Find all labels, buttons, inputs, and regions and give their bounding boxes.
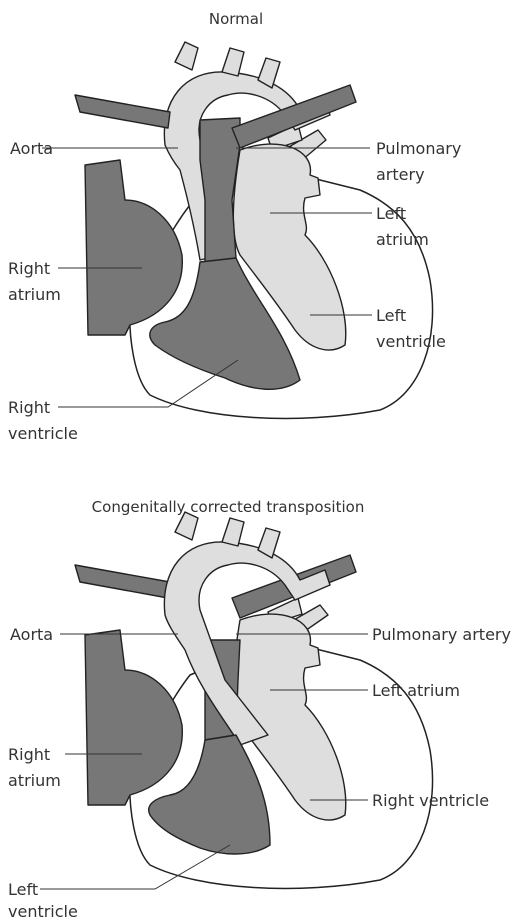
transposition-left-ventricle-label-1: Left xyxy=(8,880,38,899)
normal-right-ventricle-label-2: ventricle xyxy=(8,424,78,443)
transposition-right-ventricle-label: Right ventricle xyxy=(372,791,489,810)
normal-right-atrium-label-2: atrium xyxy=(8,285,61,304)
transposition-left-ventricle-label-2: ventricle xyxy=(8,902,78,921)
transposition-right-atrium-label-2: atrium xyxy=(8,771,61,790)
normal-left-ventricle-label-2: ventricle xyxy=(376,332,446,351)
normal-pulmonary-label-1: Pulmonary xyxy=(376,139,461,158)
normal-left-atrium-label-1: Left xyxy=(376,204,406,223)
normal-diagram-title: Normal xyxy=(209,10,263,28)
normal-left-atrium-label-2: atrium xyxy=(376,230,429,249)
normal-right-atrium-label-1: Right xyxy=(8,259,50,278)
transposition-heart-diagram: Congenitally corrected transposition Aor… xyxy=(8,498,511,921)
transposition-diagram-title: Congenitally corrected transposition xyxy=(92,498,365,516)
normal-aorta-label: Aorta xyxy=(10,139,53,158)
normal-left-ventricle-label-1: Left xyxy=(376,306,406,325)
normal-right-ventricle-label-1: Right xyxy=(8,398,50,417)
transposition-left-atrium-label: Left atrium xyxy=(372,681,460,700)
normal-heart-diagram: Normal Aorta Pulmonary artery Left a xyxy=(8,10,461,443)
transposition-right-atrium-label-1: Right xyxy=(8,745,50,764)
normal-pulmonary-trunk xyxy=(200,118,240,262)
normal-pulmonary-label-2: artery xyxy=(376,165,425,184)
transposition-aorta-label: Aorta xyxy=(10,625,53,644)
transposition-pulmonary-label: Pulmonary artery xyxy=(372,625,511,644)
